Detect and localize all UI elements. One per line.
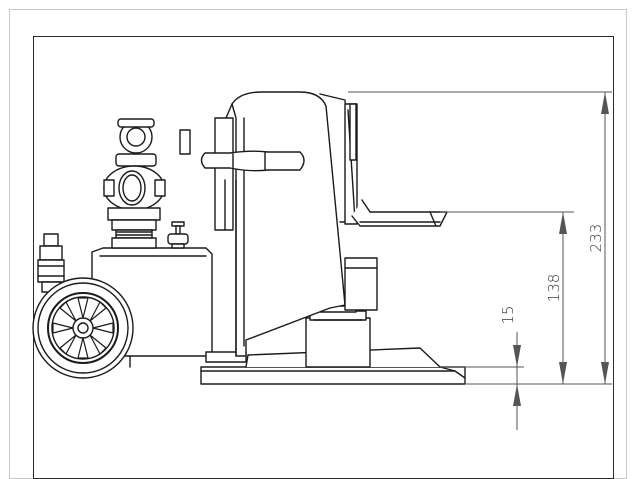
- arrow-15-bottom: [513, 384, 521, 406]
- arrow-138-bottom: [559, 362, 567, 384]
- dim-label-15: 15: [499, 305, 517, 324]
- upper-plates: [319, 93, 448, 227]
- dimension-lines: [348, 91, 612, 430]
- arrow-233-bottom: [601, 362, 609, 384]
- base-plate: [200, 366, 466, 385]
- dim-label-138: 138: [545, 274, 563, 303]
- wheel[interactable]: [32, 277, 134, 379]
- wheel-spokes: [52, 297, 114, 359]
- valve-knob: [167, 221, 189, 249]
- arrow-15-top: [513, 345, 521, 367]
- side-block: [344, 257, 378, 311]
- arrow-138-top: [559, 212, 567, 234]
- gauge-assembly: [103, 118, 166, 249]
- handle: [179, 129, 305, 172]
- dim-label-233: 233: [587, 224, 605, 253]
- dimension-arrows: [513, 92, 609, 406]
- machine-side-view: [32, 91, 466, 385]
- arrow-233-top: [601, 92, 609, 114]
